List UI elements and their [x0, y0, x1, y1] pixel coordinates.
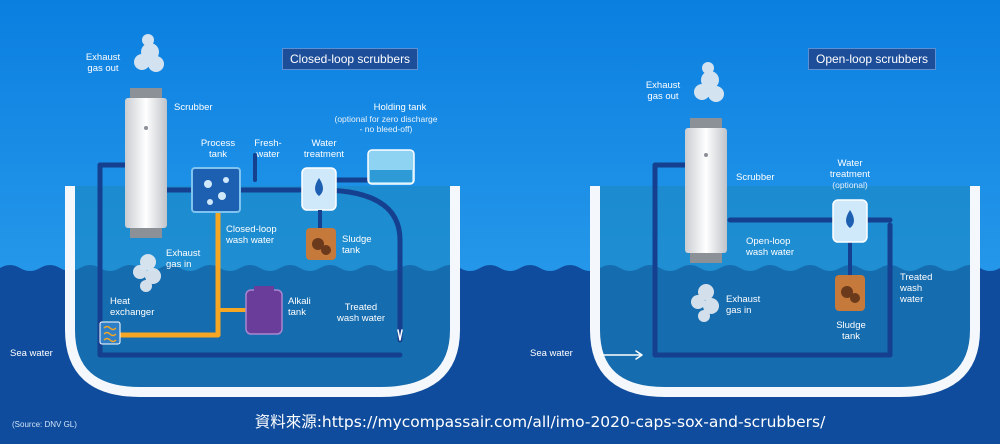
closed-exhaust-out-smoke: [134, 34, 164, 72]
closed-scrubber-label: Scrubber: [174, 102, 213, 113]
open-exhaust-out-label: Exhaust gas out: [645, 80, 681, 102]
open-treated-wash-water-label: Treated wash water: [900, 272, 933, 305]
holding-tank-note: (optional for zero discharge - no bleed-…: [334, 114, 438, 134]
closed-sludge-tank-label: Sludge tank: [342, 234, 372, 256]
process-tank: [191, 167, 241, 213]
closed-treated-wash-water-label: Treated wash water: [336, 302, 386, 324]
open-loop-wash-water-label: Open-loop wash water: [746, 236, 795, 258]
open-loop-pipes: [599, 162, 893, 360]
closed-sea-water-label: Sea water: [10, 348, 53, 359]
holding-tank-label: Holding tank: [373, 102, 427, 113]
closed-loop-wash-water-label: Closed-loop wash water: [226, 224, 277, 246]
open-scrubber: [685, 118, 727, 263]
closed-water-treatment-label: Water treatment: [303, 138, 345, 160]
closed-exhaust-in-smoke: [133, 254, 161, 292]
holding-tank: [367, 149, 415, 185]
open-sea-water-label: Sea water: [530, 348, 573, 359]
open-exhaust-out-smoke: [694, 62, 724, 102]
closed-exhaust-in-label: Exhaust gas in: [166, 248, 201, 270]
caption: 資料來源:https://mycompassair.com/all/imo-20…: [254, 413, 826, 431]
fresh-water-label: Fresh- water: [254, 138, 282, 160]
open-exhaust-in-smoke: [691, 284, 719, 322]
open-sludge-tank: [835, 275, 865, 311]
open-water-treatment: [832, 199, 868, 243]
open-scrubber-label: Scrubber: [736, 172, 775, 183]
open-loop-title: Open-loop scrubbers: [808, 48, 937, 70]
open-exhaust-in-label: Exhaust gas in: [726, 294, 761, 316]
heat-exchanger-label: Heat exchanger: [110, 296, 155, 318]
closed-loop-title: Closed-loop scrubbers: [282, 48, 419, 70]
alkali-tank-label: Alkali tank: [288, 296, 311, 318]
closed-scrubber: [125, 88, 167, 238]
closed-water-treatment: [301, 167, 337, 211]
closed-sludge-tank: [306, 228, 336, 260]
process-tank-label: Process tank: [200, 138, 236, 160]
open-sludge-tank-label: Sludge tank: [836, 320, 866, 342]
alkali-tank: [245, 286, 283, 335]
heat-exchanger: [99, 321, 121, 345]
source-note: (Source: DNV GL): [12, 420, 77, 429]
open-water-treatment-label: Water treatment: [829, 158, 871, 180]
open-water-treatment-note: (optional): [832, 180, 868, 190]
closed-exhaust-out-label: Exhaust gas out: [85, 52, 121, 74]
